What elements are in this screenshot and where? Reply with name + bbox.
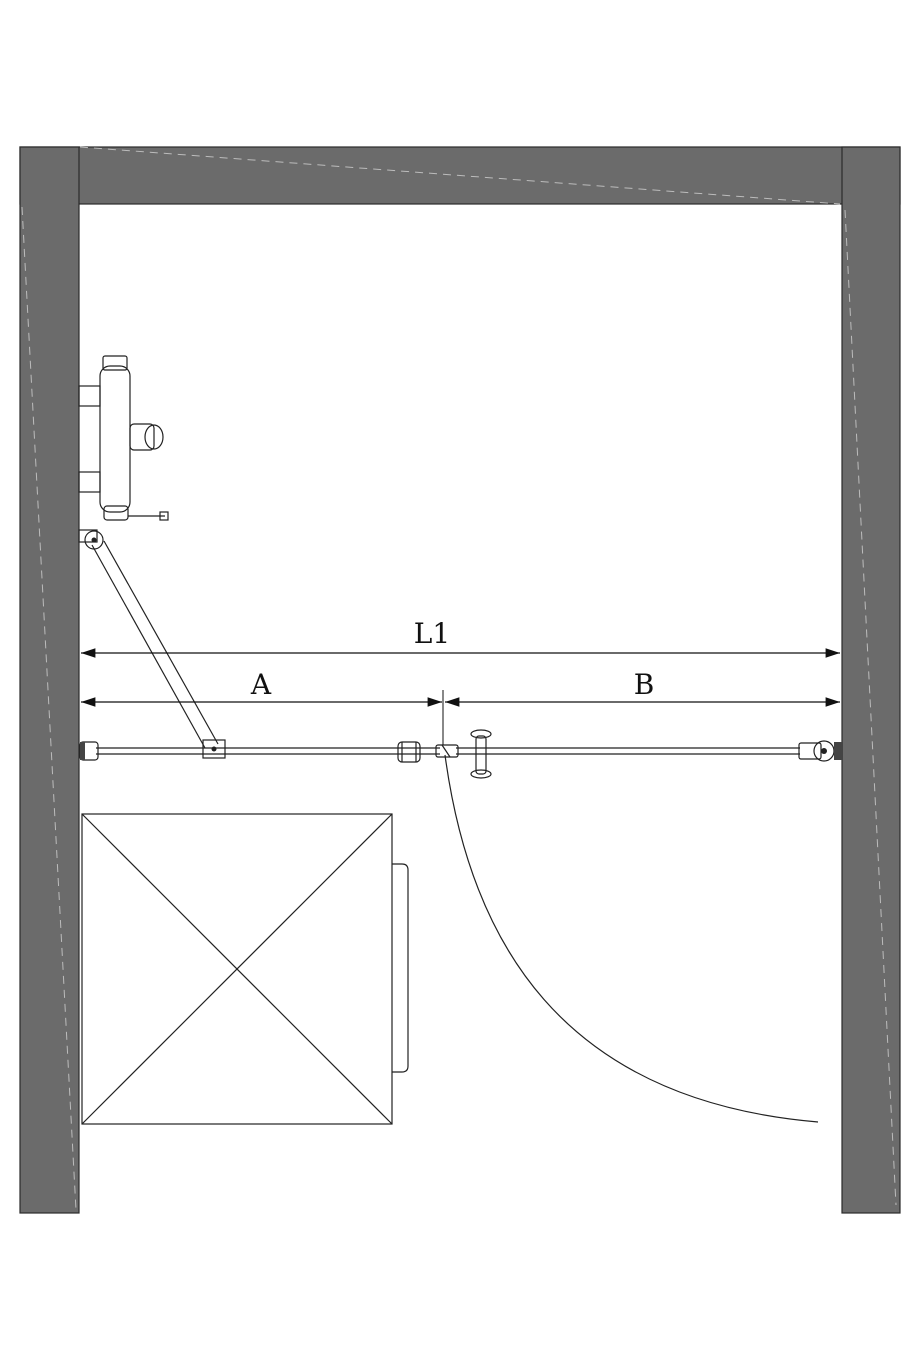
stabilizer-joint-top — [84, 530, 104, 550]
mixer-knob-cap — [144, 424, 164, 450]
stabilizer-joint-top-pin — [91, 537, 97, 543]
mixer-knob — [129, 423, 155, 451]
mixer-inlet-upper — [78, 385, 101, 407]
latch-body — [435, 744, 459, 758]
mixer-outlet — [103, 505, 129, 521]
dim-label-a: A — [250, 668, 272, 701]
left-bracket-plate — [80, 742, 85, 760]
latch-line — [441, 744, 451, 758]
dimensions: L1 A B — [81, 617, 840, 745]
mixer-hose-end — [159, 511, 169, 521]
wall-bracket-icon — [79, 741, 99, 761]
stabilizer-bar-edge-1 — [91, 544, 206, 749]
tray-lip — [392, 863, 409, 1073]
tray-diagonal-2 — [81, 813, 393, 1125]
stabilizer-clamp-pin — [211, 746, 217, 752]
roller-guide-icon — [397, 741, 421, 763]
right-wall-hidden-line — [844, 209, 897, 1206]
stabilizer-wall-mount — [78, 529, 98, 543]
walls — [19, 146, 901, 1214]
right-wall — [841, 146, 901, 1214]
top-wall-hidden-line — [79, 146, 841, 205]
dim-label-b: B — [634, 668, 655, 701]
door-latch-icon — [435, 744, 459, 758]
hinge-bracket-icon — [798, 740, 842, 762]
tray-outline — [81, 813, 393, 1125]
mixer-body — [99, 365, 131, 513]
mixer-top-cap — [102, 355, 128, 371]
door-swing-arc — [444, 754, 819, 1123]
door-handle-icon — [470, 729, 492, 779]
left-wall — [19, 146, 80, 1214]
stabilizer-glass-clamp — [202, 739, 226, 759]
stabilizer-bar-edge-2 — [103, 540, 219, 745]
shower-mixer-icon — [78, 355, 169, 521]
handle-bottom — [470, 769, 492, 779]
roller-body — [397, 741, 421, 763]
hinge-wall-plate — [834, 742, 842, 760]
stabilizer-bar-icon — [78, 529, 226, 759]
glass-panels — [96, 747, 800, 755]
dim-label-l1: L1 — [414, 617, 450, 650]
shower-tray-icon — [81, 813, 409, 1125]
hinge-plate — [798, 742, 822, 760]
mixer-inlet-lower — [78, 471, 101, 493]
hinge-pivot-pin — [821, 748, 827, 754]
handle-grip — [475, 735, 487, 775]
handle-top — [470, 729, 492, 739]
